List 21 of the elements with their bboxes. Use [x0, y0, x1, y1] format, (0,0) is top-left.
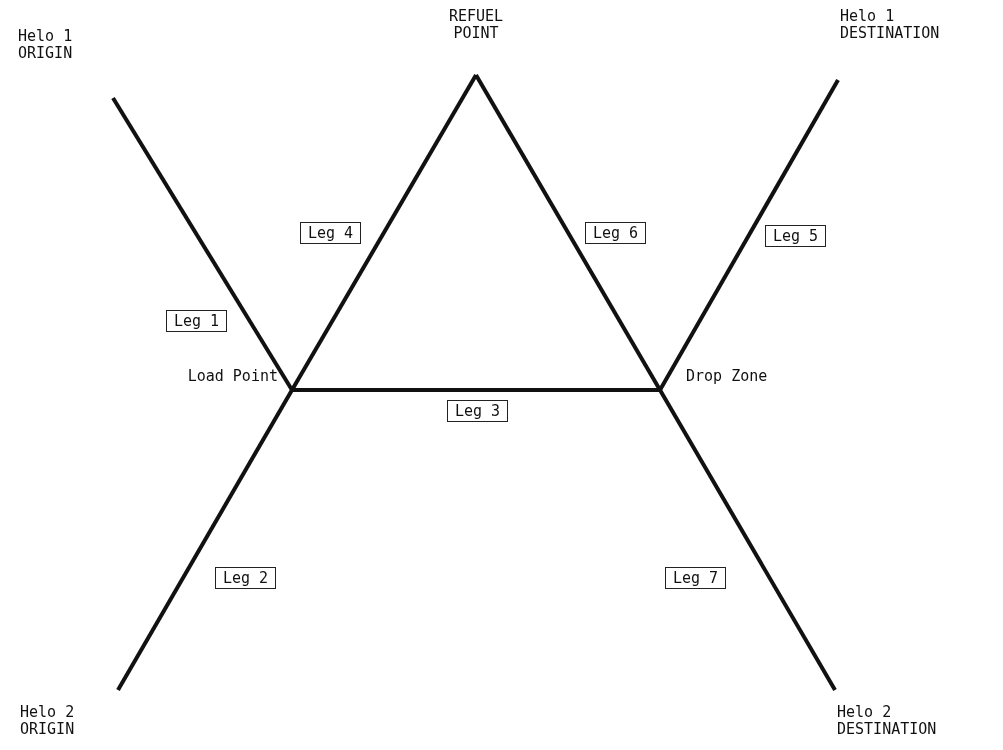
place-label: REFUEL POINT — [447, 8, 505, 42]
connector-line — [116, 389, 294, 691]
place-label: Helo 1 DESTINATION — [840, 8, 941, 42]
place-label: Helo 2 DESTINATION — [837, 704, 938, 738]
edge-label: Leg 4 — [300, 222, 362, 244]
edge-label: Leg 1 — [166, 310, 228, 332]
place-label: Helo 2 ORIGIN — [20, 704, 76, 738]
edge-label: Leg 6 — [585, 222, 647, 244]
place-label: Drop Zone — [686, 368, 769, 385]
connector-line — [474, 74, 662, 391]
edge-label: Leg 3 — [447, 400, 509, 422]
place-label: Load Point — [186, 368, 278, 385]
edge-label: Leg 7 — [665, 567, 727, 589]
connector-line — [111, 96, 294, 392]
edge-label: Leg 5 — [765, 225, 827, 247]
place-label: Helo 1 ORIGIN — [18, 28, 74, 62]
connector-line — [292, 388, 660, 392]
connector-line — [290, 74, 478, 391]
connector-line — [658, 389, 837, 691]
connector-line — [658, 79, 840, 391]
edge-label: Leg 2 — [215, 567, 277, 589]
